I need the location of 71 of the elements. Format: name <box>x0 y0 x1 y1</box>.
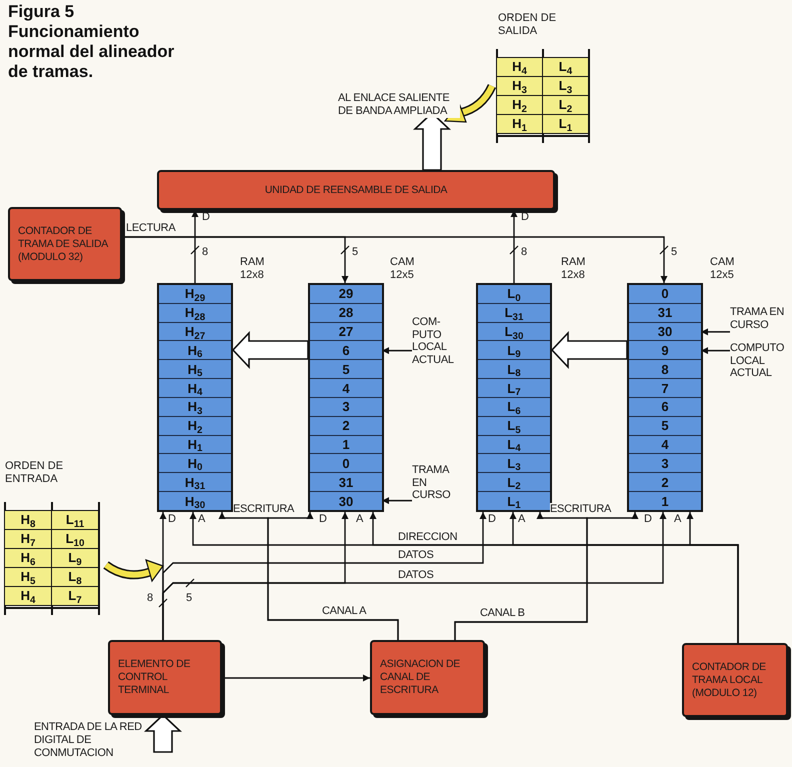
connector-arrow <box>382 497 412 504</box>
table-cell: H$_{2}$ <box>497 96 543 115</box>
table-cell: L$_{3}$ <box>543 77 589 96</box>
connector-arrow <box>222 674 370 682</box>
table-cell: L$_{10}$ <box>52 530 99 549</box>
pin-label: D <box>644 513 652 526</box>
memory-cell: H$_{1}$ <box>159 436 231 454</box>
memory-column <box>157 283 233 512</box>
pin-label: D <box>168 513 176 526</box>
table-cell: L$_{9}$ <box>52 549 99 568</box>
connector-arrow <box>162 512 666 640</box>
pin-label: A <box>198 513 206 526</box>
table-heading: ORDEN DE ENTRADA <box>5 460 64 486</box>
connector-arrow <box>382 347 412 354</box>
pin-label: A <box>518 513 526 526</box>
connector-arrow <box>267 512 399 640</box>
connector-arrow <box>510 210 518 283</box>
table-cell: H$_{6}$ <box>5 549 52 568</box>
hollow-arrow <box>232 330 309 370</box>
table-cell: H$_{4}$ <box>497 58 543 77</box>
memory-size-label: RAM 12x8 <box>561 256 586 282</box>
memory-column <box>627 283 703 512</box>
table-cell: H$_{8}$ <box>5 511 52 530</box>
edge-label: AL ENLACE SALIENTE DE BANDA AMPLIADA <box>338 92 460 118</box>
memory-size-label: RAM 12x8 <box>240 256 266 282</box>
memory-cell: 4 <box>629 436 701 454</box>
pin-label: D <box>488 513 496 526</box>
pin-label: D <box>319 513 327 526</box>
process-box: CONTADOR DE TRAMA DE SALIDA (MODULO 32) <box>8 207 122 281</box>
memory-column <box>476 283 552 512</box>
memory-cell: 1 <box>310 436 382 454</box>
pin-label: 5 <box>352 246 358 259</box>
connector-arrow <box>454 512 638 640</box>
table-cell: H$_{5}$ <box>5 568 52 587</box>
process-box: UNIDAD DE REENSAMBLE DE SALIDA <box>157 170 555 210</box>
process-box: ELEMENTO DE CONTROL TERMINAL <box>108 640 222 715</box>
memory-column <box>308 283 384 512</box>
process-box: CONTADOR DE TRAMA LOCAL (MODULO 12) <box>682 643 788 717</box>
connector-arrow <box>701 328 730 336</box>
annotation-text: COMPUTO LOCAL ACTUAL <box>730 342 792 380</box>
hollow-arrow <box>550 330 628 370</box>
table-cell: H$_{7}$ <box>5 530 52 549</box>
table-cell: L$_{2}$ <box>543 96 589 115</box>
connector-arrow <box>686 512 739 643</box>
memory-cell: L$_{4}$ <box>478 436 550 454</box>
annotation-text: TRAMA EN CURSO <box>412 464 462 502</box>
connector-arrow <box>122 236 668 283</box>
memory-size-label: CAM 12x5 <box>390 256 416 282</box>
pin-label: A <box>674 513 682 526</box>
table-cell: L$_{7}$ <box>52 587 99 606</box>
connector-arrow <box>192 210 198 283</box>
table-cell: L$_{11}$ <box>52 511 99 530</box>
pin-label: 8 <box>202 246 208 259</box>
table-cell: H$_{1}$ <box>497 115 543 134</box>
table-heading: ORDEN DE SALIDA <box>498 12 558 38</box>
annotation-text: TRAMA EN CURSO <box>730 306 792 331</box>
process-box: ASIGNACION DE CANAL DE ESCRITURA <box>370 640 485 715</box>
table-cell: H$_{4}$ <box>5 587 52 606</box>
table-cell: H$_{3}$ <box>497 77 543 96</box>
figure-title: Figura 5 Funcionamiento normal del alineador de tramas. <box>8 2 176 82</box>
pin-label: 5 <box>671 246 678 259</box>
pin-label: 8 <box>147 592 154 605</box>
connector-arrow <box>701 347 730 354</box>
memory-size-label: CAM 12x5 <box>710 256 736 282</box>
pin-label: A <box>356 513 364 526</box>
table-cell: L$_{4}$ <box>543 58 589 77</box>
table-cell: L$_{1}$ <box>543 115 589 134</box>
pin-label: 5 <box>186 592 192 605</box>
table-cell: L$_{8}$ <box>52 568 99 587</box>
annotation-text: COM- PUTO LOCAL ACTUAL <box>412 316 462 366</box>
pin-label: 8 <box>521 246 528 259</box>
